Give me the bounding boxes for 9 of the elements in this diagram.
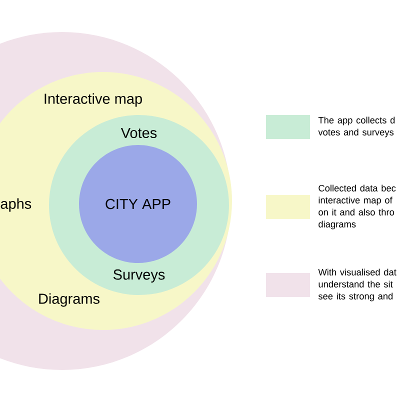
- region-label: Surveys: [113, 269, 165, 283]
- region-label: CITY APP: [106, 198, 170, 210]
- region-label: Interactive map: [44, 93, 142, 107]
- region-label: Diagrams: [39, 293, 100, 307]
- legend-text: Collected data bec interactive map of on it and also thro diagrams: [318, 184, 396, 230]
- region-label: aphs: [0, 198, 32, 212]
- legend-text: With visualised dat understand the sit see its strong and: [318, 268, 396, 302]
- legend-text: The app collects d votes and surveys: [318, 116, 395, 138]
- region-label: Votes: [120, 128, 157, 138]
